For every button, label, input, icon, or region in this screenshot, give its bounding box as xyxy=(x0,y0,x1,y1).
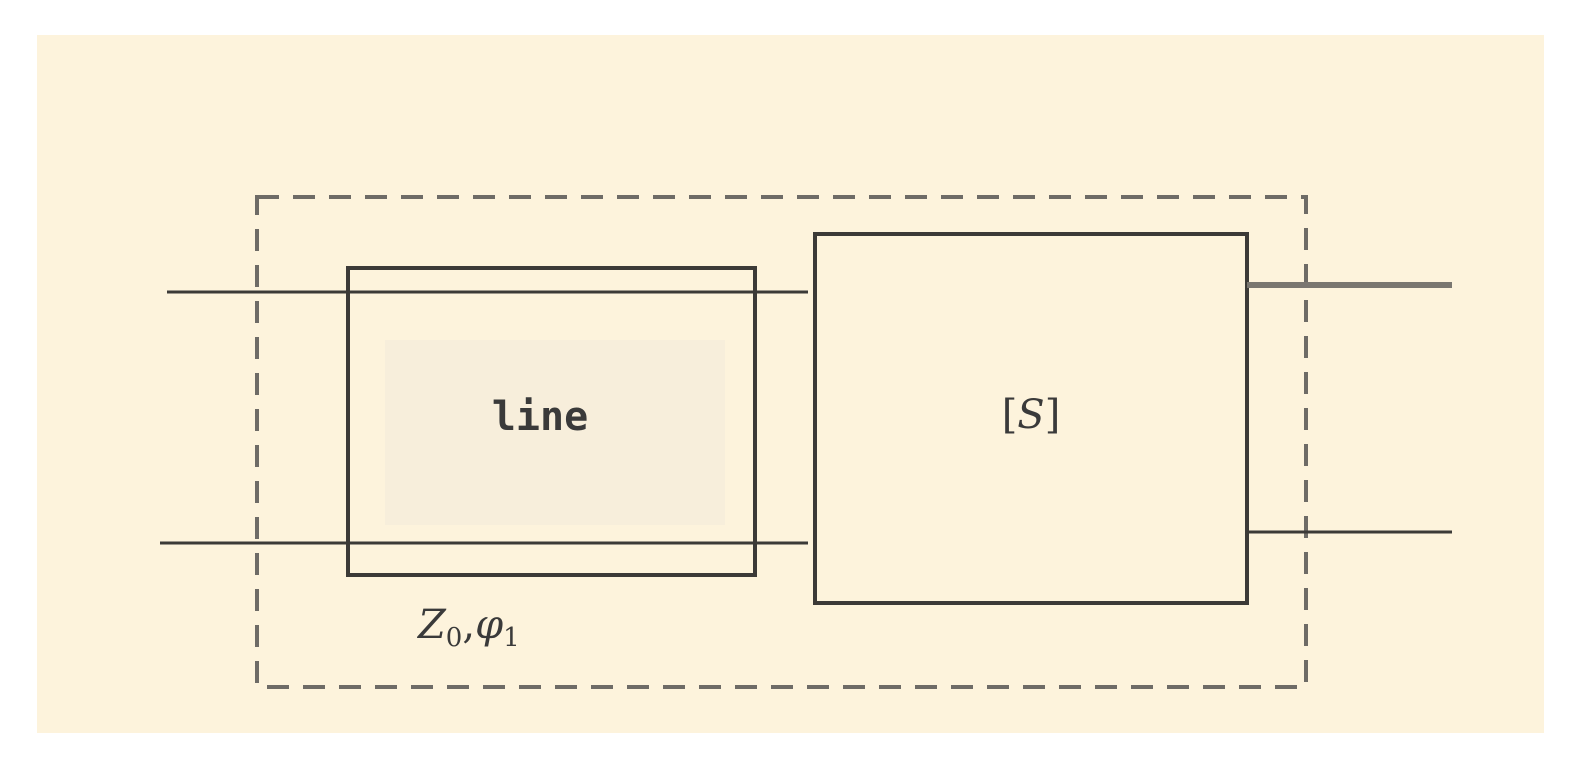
s-label-open: [ xyxy=(1002,392,1018,438)
phi-subscript: 1 xyxy=(503,623,520,653)
z-subscript: 0 xyxy=(446,623,463,653)
line-block-inner-shade xyxy=(385,340,725,525)
s-label-close: ] xyxy=(1045,392,1061,438)
s-block xyxy=(813,232,1249,605)
line-block xyxy=(346,266,757,577)
phi-symbol: φ xyxy=(475,602,503,648)
line-params-label: Z0,φ1 xyxy=(416,602,520,653)
s-block-label: [S] xyxy=(1002,392,1061,438)
dashed-enclosure xyxy=(255,195,1308,689)
line-block-label: line xyxy=(492,394,588,440)
params-separator: , xyxy=(462,602,475,648)
s-label-var: S xyxy=(1017,392,1044,438)
diagram-background xyxy=(37,35,1544,733)
z-symbol: Z xyxy=(416,602,447,648)
